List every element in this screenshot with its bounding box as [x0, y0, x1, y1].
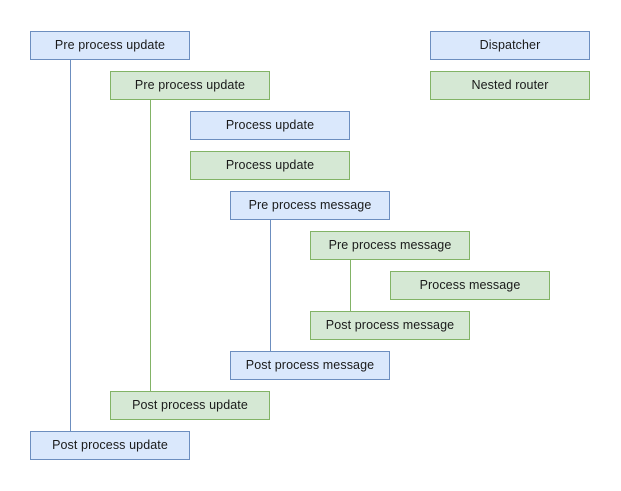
node-post-process-update-router[interactable]: Post process update: [110, 391, 270, 420]
node-pre-process-update-dispatcher[interactable]: Pre process update: [30, 31, 190, 60]
node-process-update-dispatcher[interactable]: Process update: [190, 111, 350, 140]
node-post-process-message-dispatcher[interactable]: Post process message: [230, 351, 390, 380]
node-pre-process-message-router[interactable]: Pre process message: [310, 231, 470, 260]
node-pre-process-update-router[interactable]: Pre process update: [110, 71, 270, 100]
edge-pre-post-process-message-router: [350, 260, 351, 311]
node-post-process-update-dispatcher[interactable]: Post process update: [30, 431, 190, 460]
edge-pre-post-process-message-dispatcher: [270, 220, 271, 351]
legend-item-nested-router: Nested router: [430, 71, 590, 100]
node-process-update-router[interactable]: Process update: [190, 151, 350, 180]
edge-pre-post-process-update-dispatcher: [70, 60, 71, 431]
edge-pre-post-process-update-router: [150, 100, 151, 391]
node-pre-process-message-dispatcher[interactable]: Pre process message: [230, 191, 390, 220]
node-process-message-router[interactable]: Process message: [390, 271, 550, 300]
legend-item-dispatcher: Dispatcher: [430, 31, 590, 60]
node-post-process-message-router[interactable]: Post process message: [310, 311, 470, 340]
